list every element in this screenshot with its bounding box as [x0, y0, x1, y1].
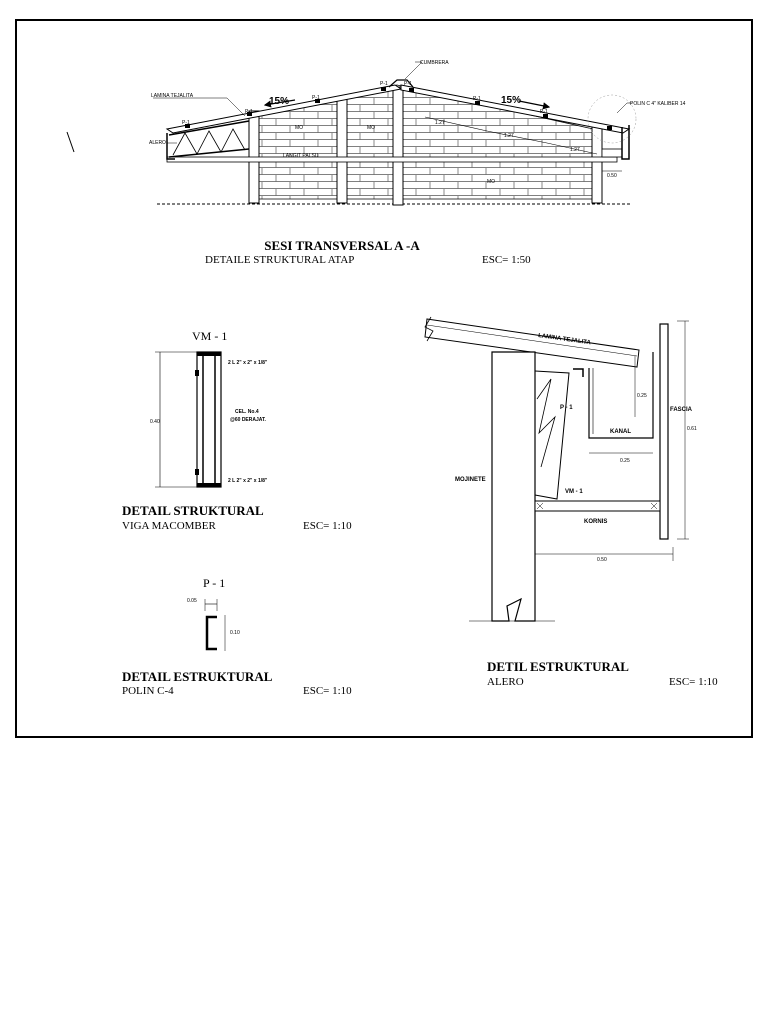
kanal — [588, 352, 654, 439]
vm1-caption-title: DETAIL STRUKTURAL — [122, 503, 264, 518]
label-polin: POLIN C 4" KALIBER 14 — [630, 101, 686, 107]
label-p1-e: P-1 — [404, 81, 412, 87]
p1-scale: ESC= 1:10 — [303, 685, 352, 697]
p1-dim-w: 0.05 — [187, 598, 197, 604]
alero-kanal: KANAL — [610, 429, 631, 435]
dim-127-c: 1.27 — [570, 147, 580, 153]
alero-caption-sub: ALERO — [487, 676, 524, 688]
kornis — [534, 500, 661, 512]
alero-fascia: FASCIA — [670, 407, 693, 413]
column-mid — [336, 96, 348, 204]
alero-dim-025a: 0.25 — [637, 393, 647, 399]
eave-truss-left — [166, 120, 250, 160]
label-langit: LANGIT PALSU — [283, 153, 319, 159]
vm1-caption-sub: VIGA MACOMBER — [122, 520, 216, 532]
label-p1-f: P-1 — [473, 96, 481, 102]
label-mo-a: MO — [295, 125, 303, 131]
section-a-title: SESI TRANSVERSAL A -A — [264, 238, 420, 253]
alero-dim-061: 0.61 — [687, 426, 697, 432]
slope-arrow-left — [263, 99, 296, 108]
alero-vm1-label: VM - 1 — [565, 489, 583, 495]
drawing-canvas: CUMBRERA LAMINA TEJALITA ALERO POLIN C 4… — [66, 60, 718, 697]
eave-right — [587, 94, 637, 160]
label-p1-a: P-1 — [182, 120, 190, 126]
label-mo-b: MO — [367, 125, 375, 131]
vm1-title: VM - 1 — [192, 329, 227, 343]
vm1-top-chord: 2 L 2" x 2" x 1/8" — [228, 360, 268, 366]
column-center — [392, 86, 404, 206]
section-a-drawing: CUMBRERA LAMINA TEJALITA ALERO POLIN C 4… — [66, 60, 686, 206]
leader-lines — [153, 61, 632, 144]
alero-caption-title: DETIL ESTRUKTURAL — [487, 659, 629, 674]
slope-right: 15% — [501, 95, 521, 106]
drawing-sheet: CUMBRERA LAMINA TEJALITA ALERO POLIN C 4… — [15, 19, 753, 738]
alero-kornis: KORNIS — [584, 519, 607, 525]
stray-mark — [66, 131, 75, 153]
alero-scale: ESC= 1:10 — [669, 676, 718, 688]
vm1-cel-2: @60 DERAJAT. — [230, 417, 267, 423]
column-right — [591, 123, 603, 204]
brick-wall — [248, 84, 603, 200]
alero-dim-025b: 0.25 — [620, 458, 630, 464]
label-p1-g: P-1 — [540, 109, 548, 115]
vm1-dim-040: 0.40 — [150, 419, 160, 425]
p1-channel — [205, 615, 217, 651]
dimension-ticks — [424, 116, 622, 172]
p1-detail: P - 1 0.05 0.10 — [187, 576, 240, 651]
alero-vm1 — [534, 370, 570, 500]
label-lamina: LAMINA TEJALITA — [151, 93, 194, 99]
label-cumbrera: CUMBRERA — [420, 60, 449, 66]
ceiling-beam — [166, 156, 618, 163]
alero-dim-050: 0.50 — [597, 557, 607, 563]
fascia — [659, 323, 669, 540]
alero-detail: LAMINA TEJALITA P - 1 KANAL FASCIA MOJIN… — [424, 316, 697, 622]
section-a-scale: ESC= 1:50 — [482, 254, 531, 266]
vm1-beam — [196, 351, 222, 488]
mojinete-wall — [491, 351, 536, 622]
ridge-cap — [388, 79, 414, 88]
alero-dimensions — [534, 320, 689, 561]
purlins — [185, 87, 612, 130]
dim-050: 0.50 — [607, 173, 617, 179]
p1-caption-title: DETAIL ESTRUKTURAL — [122, 669, 273, 684]
alero-p1: P - 1 — [560, 405, 573, 411]
p1-title: P - 1 — [203, 576, 225, 590]
dim-127-b: 1.27 — [504, 133, 514, 139]
label-p1-c: P-1 — [312, 95, 320, 101]
label-mo-c: MO — [487, 179, 495, 185]
label-p1-b: P-1 — [245, 109, 253, 115]
vm1-cel-1: CEL. No.4 — [235, 409, 259, 415]
alero-roof-sheet — [424, 318, 640, 368]
vm1-detail: VM - 1 0.40 2 L 2" x 2" x 1/8" CEL. No.4… — [150, 329, 268, 488]
label-alero: ALERO — [149, 140, 166, 146]
label-p1-d: P-1 — [380, 81, 388, 87]
slope-left: 15% — [269, 96, 289, 107]
p1-caption-sub: POLIN C-4 — [122, 685, 174, 697]
slope-arrow-right — [518, 100, 551, 110]
p1-dim-h: 0.10 — [230, 630, 240, 636]
dim-127-a: 1.27 — [435, 120, 445, 126]
vm1-scale: ESC= 1:10 — [303, 520, 352, 532]
roof-right — [400, 84, 631, 134]
alero-mojinete: MOJINETE — [455, 477, 486, 483]
vm1-bottom-chord: 2 L 2" x 2" x 1/8" — [228, 478, 268, 484]
section-a-subtitle: DETAILE STRUKTURAL ATAP — [205, 254, 354, 266]
